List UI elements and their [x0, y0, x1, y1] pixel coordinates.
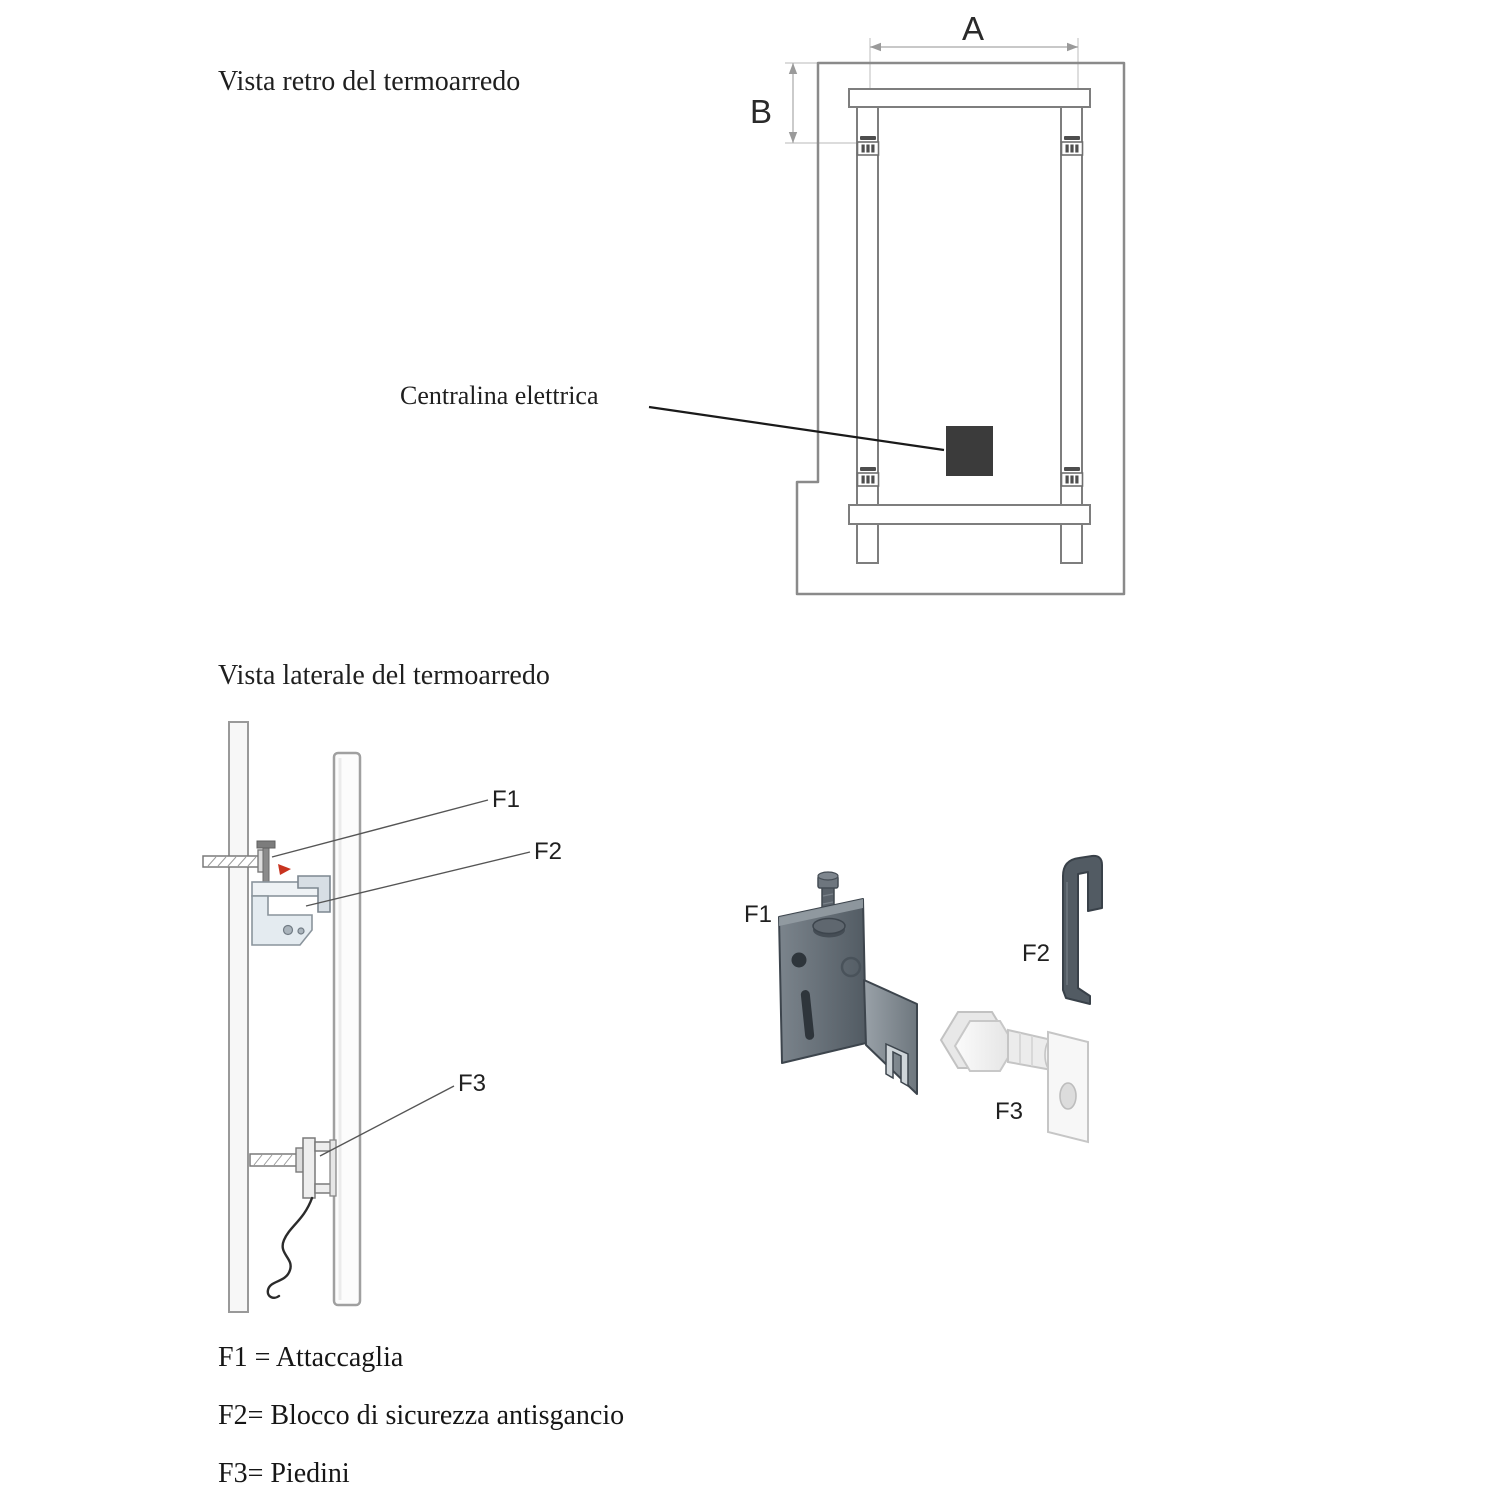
f2-leader-line [305, 851, 531, 907]
rear-view-title: Vista retro del termoarredo [218, 66, 521, 97]
rear-view-drawing [648, 38, 1126, 596]
side-foot-f3 [249, 1137, 337, 1199]
part-f2-label: F2 [1022, 940, 1051, 967]
radiator-outline [795, 61, 1126, 596]
right-tube [1060, 106, 1083, 564]
dim-a-arrow-left [870, 42, 881, 52]
f3-hole [1059, 1082, 1077, 1110]
part-f3-label: F3 [995, 1098, 1024, 1125]
bottom-collector [848, 504, 1091, 525]
side-f2-label: F2 [534, 838, 563, 865]
bracket-top-left-icon [856, 135, 880, 156]
f1-leader-line [271, 799, 489, 858]
f1-nut [812, 917, 846, 935]
dimension-b [785, 62, 866, 144]
part-f1-render [778, 871, 918, 1095]
dimension-b-label: B [750, 93, 773, 130]
side-safety-block-f2 [297, 875, 331, 913]
side-view-title: Vista laterale del termoarredo [218, 660, 550, 691]
bracket-bottom-right-icon [1060, 466, 1084, 487]
electric-control-box [946, 426, 993, 476]
part-f3-render [939, 1011, 1089, 1144]
f1-slot [800, 990, 815, 1040]
bracket-top-right-icon [1060, 135, 1084, 156]
side-bracket-f1 [251, 864, 325, 946]
part-f2-render [1062, 854, 1103, 1005]
legend-f1: F1 = Attaccaglia [218, 1342, 404, 1373]
power-cable [266, 1196, 314, 1299]
wall-section [228, 721, 249, 1313]
left-tube [856, 106, 879, 564]
dimension-a-label: A [962, 10, 985, 47]
f2-hook-body [1062, 854, 1103, 1005]
dim-b-arrow-bottom [788, 132, 798, 143]
legend-f2: F2= Blocco di sicurezza antisgancio [218, 1400, 625, 1431]
side-view-drawing [202, 721, 531, 1313]
top-collector [848, 88, 1091, 108]
side-f3-label: F3 [458, 1070, 487, 1097]
dim-b-arrow-top [788, 63, 798, 74]
part-f1-label: F1 [744, 901, 773, 928]
centralina-leader-line [648, 405, 945, 452]
f1-hole [791, 952, 807, 968]
bracket-bottom-left-icon [856, 466, 880, 487]
f1-emboss [840, 956, 862, 978]
red-arrow-icon [278, 864, 291, 875]
f3-leader-line [319, 1085, 455, 1157]
centralina-label: Centralina elettrica [400, 381, 599, 410]
radiator-tube-side [332, 751, 362, 1307]
f1-hook-cutout [885, 1042, 909, 1088]
side-f1-label: F1 [492, 786, 521, 813]
legend-f3: F3= Piedini [218, 1458, 350, 1489]
dim-a-arrow-right [1067, 42, 1078, 52]
